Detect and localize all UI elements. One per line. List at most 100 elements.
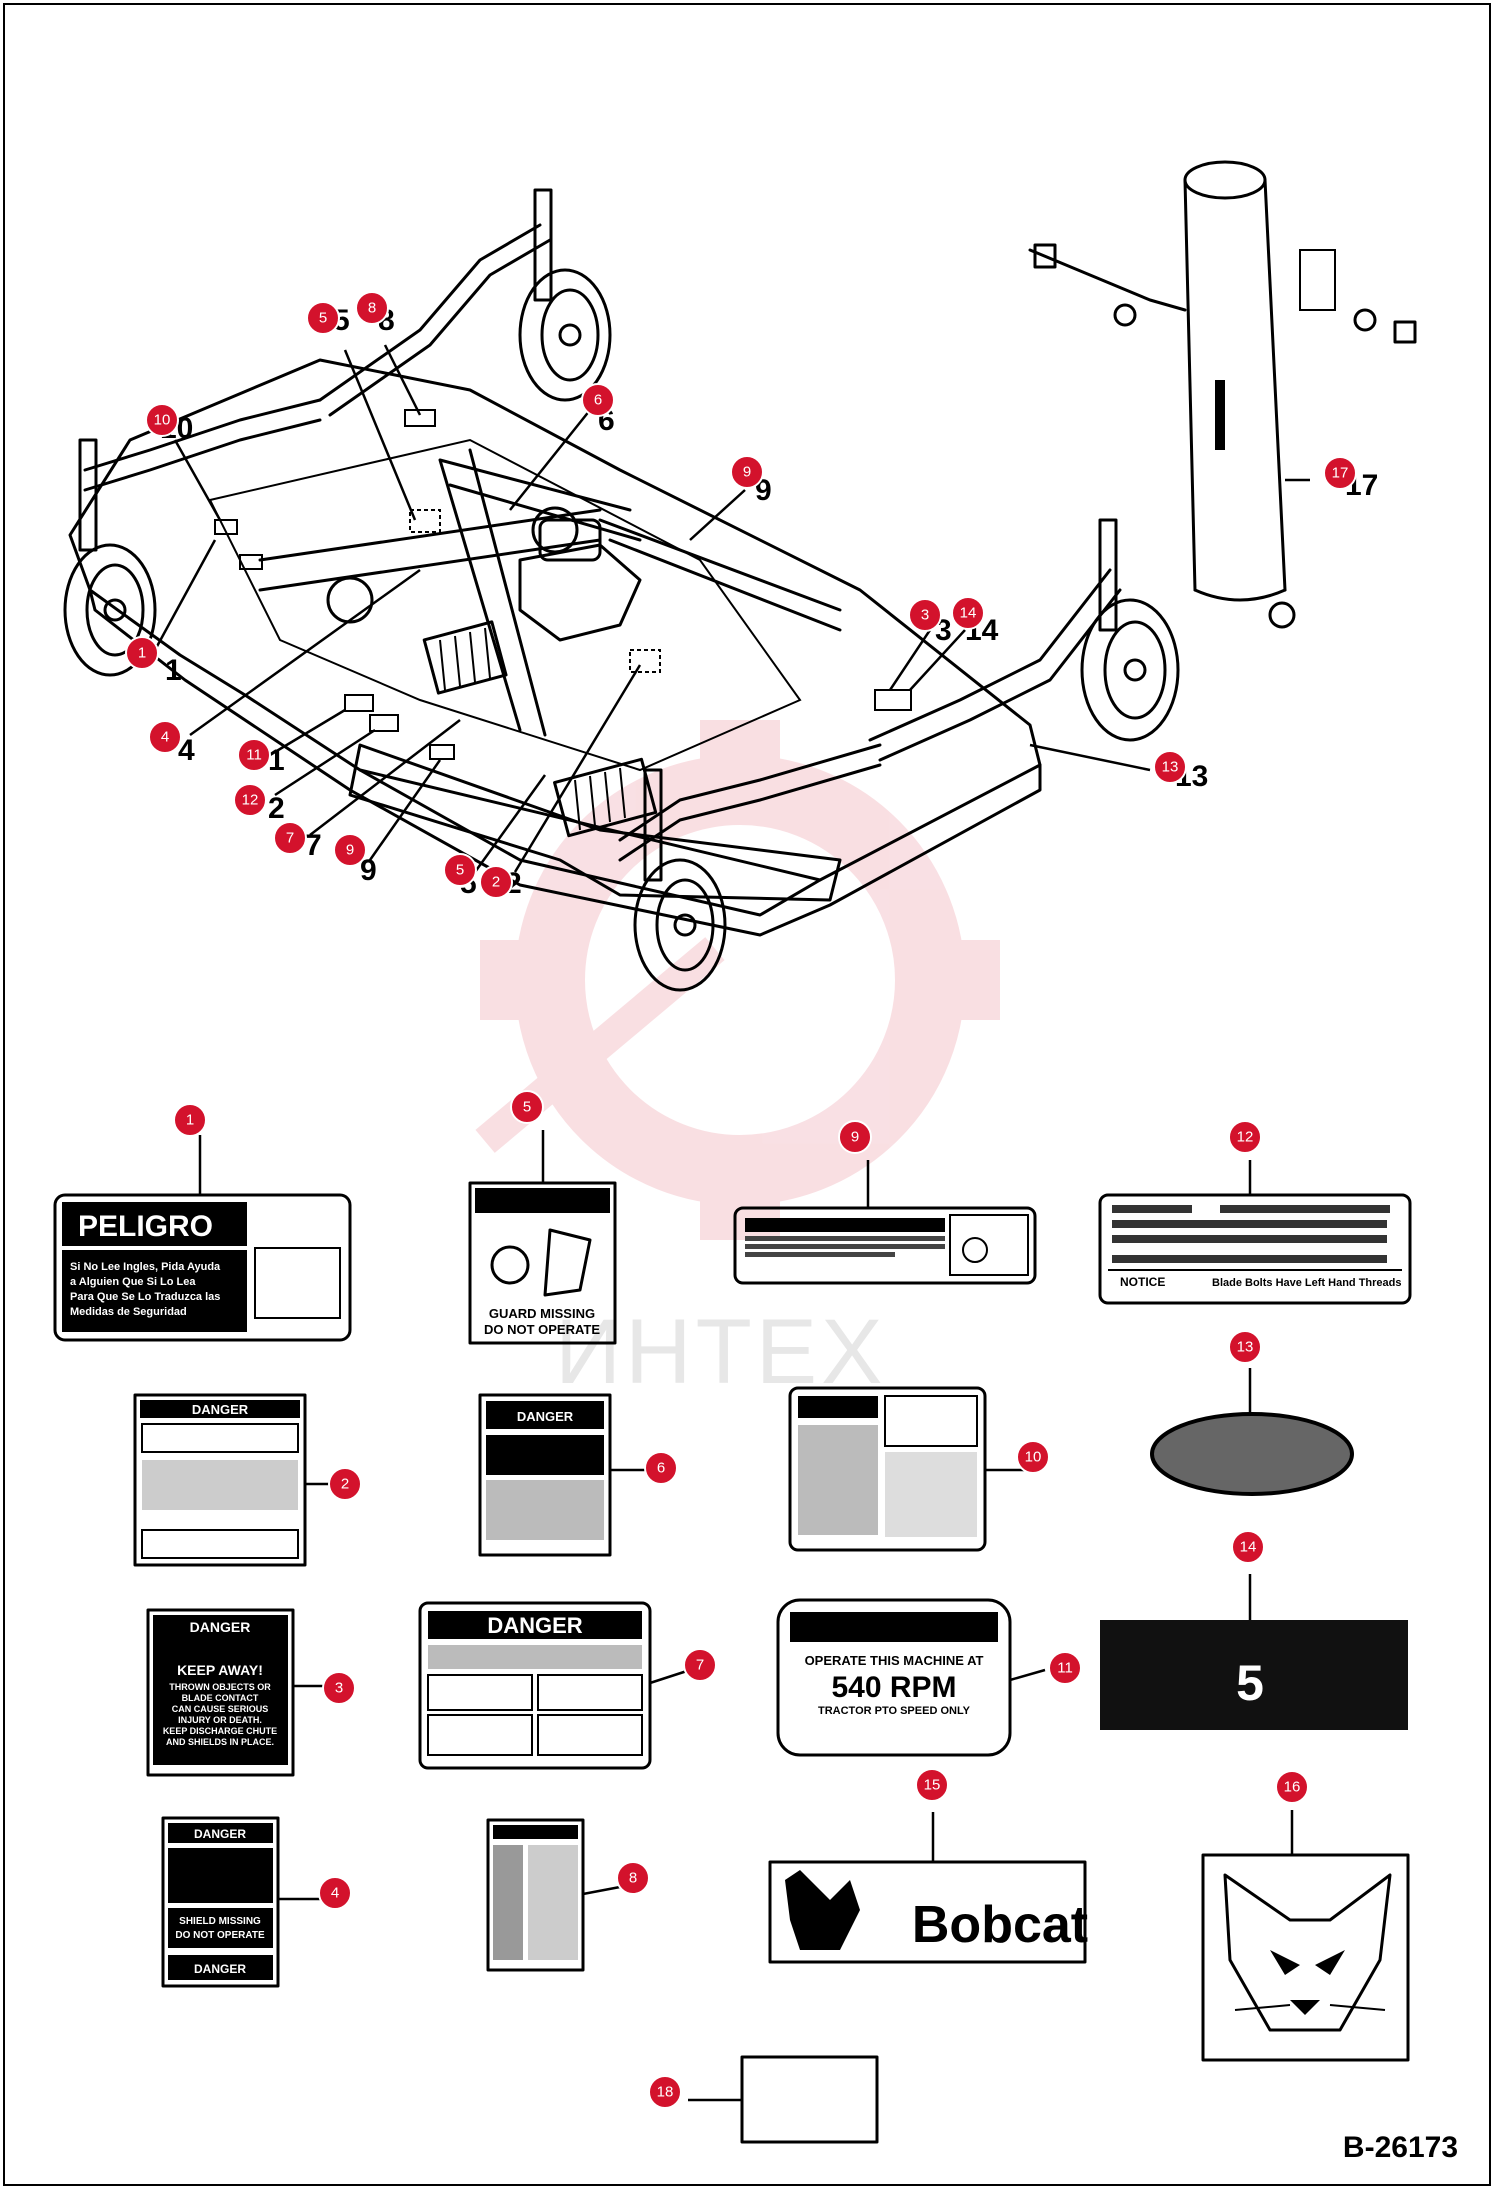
svg-text:4: 4 [331, 1885, 339, 1902]
callout-16: 16 [1275, 1770, 1309, 1804]
svg-text:Si No Lee Ingles, Pida Ayuda: Si No Lee Ingles, Pida Ayuda [70, 1261, 221, 1273]
caster-wheel [63, 543, 157, 677]
svg-text:OPERATE THIS MACHINE AT: OPERATE THIS MACHINE AT [805, 1653, 984, 1668]
svg-text:10: 10 [154, 412, 171, 429]
callout-10: 10 [145, 403, 179, 437]
watermark-text: ИНТЕХ [555, 1301, 887, 1403]
svg-text:KEEP DISCHARGE CHUTE: KEEP DISCHARGE CHUTE [163, 1726, 277, 1736]
decal-shield-missing: DANGER SHIELD MISSING DO NOT OPERATE DAN… [161, 1816, 280, 1988]
callout-11: 11 [237, 738, 271, 772]
svg-text:DANGER: DANGER [487, 1613, 582, 1638]
callout-2: 2 [479, 865, 513, 899]
callout-9: 9 [333, 833, 367, 867]
svg-text:Para Que Se Lo Traduzca las: Para Que Se Lo Traduzca las [70, 1291, 220, 1303]
callout-14: 14 [1231, 1530, 1265, 1564]
svg-text:Medidas de Seguridad: Medidas de Seguridad [70, 1306, 187, 1318]
decal-peligro-title: PELIGRO [78, 1210, 213, 1243]
svg-text:2: 2 [268, 792, 285, 825]
svg-text:5: 5 [456, 862, 464, 879]
callout-7: 7 [683, 1648, 717, 1682]
decal-10 [788, 1386, 987, 1552]
svg-text:2: 2 [341, 1476, 349, 1493]
svg-text:12: 12 [1237, 1129, 1254, 1146]
callout-5: 5 [443, 853, 477, 887]
decal-peligro: PELIGRO Si No Lee Ingles, Pida Ayuda a A… [53, 1193, 352, 1342]
svg-text:a Alguien Que Si Lo Lea: a Alguien Que Si Lo Lea [70, 1276, 196, 1288]
callout-11: 11 [1048, 1651, 1082, 1685]
svg-text:KEEP AWAY!: KEEP AWAY! [177, 1662, 263, 1678]
callout-17: 17 [1323, 456, 1357, 490]
decal-5-year: 5 [1100, 1620, 1408, 1730]
svg-text:540 RPM: 540 RPM [831, 1671, 956, 1704]
svg-text:4: 4 [161, 729, 169, 746]
callout-9: 9 [730, 455, 764, 489]
caster-arm-left [83, 398, 322, 492]
callout-4: 4 [148, 720, 182, 754]
decal-blank [740, 2055, 879, 2144]
svg-text:11: 11 [1057, 1660, 1073, 1677]
svg-text:2: 2 [492, 874, 500, 891]
svg-text:13: 13 [1237, 1339, 1254, 1356]
decal-danger-2: DANGER [133, 1393, 307, 1567]
callout-18: 18 [648, 2075, 682, 2109]
decal-danger-7: DANGER [418, 1601, 652, 1770]
svg-text:THROWN OBJECTS OR: THROWN OBJECTS OR [169, 1682, 271, 1692]
callout-3: 3 [322, 1671, 356, 1705]
svg-text:6: 6 [594, 392, 602, 409]
callout-13: 13 [1153, 750, 1187, 784]
callout-14: 14 [951, 596, 985, 630]
svg-text:AND SHIELDS IN PLACE.: AND SHIELDS IN PLACE. [166, 1737, 274, 1747]
decal-danger-6: DANGER [478, 1393, 612, 1557]
caster-arm-rear [318, 223, 552, 417]
watermark-logo [475, 720, 1000, 1240]
svg-text:9: 9 [851, 1129, 859, 1146]
svg-text:16: 16 [1284, 1779, 1301, 1796]
discharge-chute [348, 743, 842, 902]
svg-text:INJURY OR DEATH.: INJURY OR DEATH. [178, 1715, 262, 1725]
callout-15: 15 [915, 1768, 949, 1802]
svg-text:6: 6 [657, 1460, 665, 1477]
callout-8: 8 [616, 1861, 650, 1895]
svg-text:DANGER: DANGER [194, 1827, 246, 1841]
decal-keep-away: DANGER KEEP AWAY! THROWN OBJECTS OR BLAD… [146, 1608, 295, 1777]
svg-text:NOTICE: NOTICE [1120, 1275, 1165, 1289]
svg-text:14: 14 [1240, 1539, 1257, 1556]
callout-1: 1 [125, 636, 159, 670]
callout-9: 9 [838, 1120, 872, 1154]
bobcat-wordmark: Bobcat [912, 1896, 1088, 1954]
callouts: 1 10 5 8 6 9 3 14 17 13 4 11 12 7 9 5 2 … [125, 291, 1357, 2109]
svg-text:4: 4 [178, 734, 195, 767]
callout-5: 5 [510, 1090, 544, 1124]
svg-text:8: 8 [368, 300, 376, 317]
decal-8 [486, 1818, 585, 1972]
svg-text:5: 5 [1236, 1655, 1264, 1711]
svg-text:GUARD MISSING: GUARD MISSING [489, 1306, 595, 1321]
svg-text:8: 8 [629, 1870, 637, 1887]
hitch-tube-drawing [1028, 160, 1417, 629]
callout-6: 6 [581, 383, 615, 417]
caster-arm-right [868, 568, 1122, 762]
decal-oval [1150, 1412, 1354, 1496]
svg-text:10: 10 [1025, 1449, 1042, 1466]
caster-arm-front [618, 743, 882, 862]
svg-text:1: 1 [186, 1112, 194, 1129]
decal-guard-missing: GUARD MISSING DO NOT OPERATE [468, 1181, 617, 1345]
decal-540-rpm: OPERATE THIS MACHINE AT 540 RPM TRACTOR … [776, 1598, 1012, 1757]
svg-text:DANGER: DANGER [517, 1409, 574, 1424]
svg-text:3: 3 [335, 1680, 343, 1697]
callout-4: 4 [318, 1876, 352, 1910]
svg-text:1: 1 [138, 645, 146, 662]
svg-text:BLADE CONTACT: BLADE CONTACT [182, 1693, 259, 1703]
original-item-numbers: 1 4 5 8 6 10 9 3 14 17 13 1 2 7 9 5 2 [160, 304, 1378, 900]
callout-6: 6 [644, 1451, 678, 1485]
svg-text:CAN CAUSE SERIOUS: CAN CAUSE SERIOUS [172, 1704, 269, 1714]
svg-text:11: 11 [246, 747, 262, 764]
decal-lubricate: NOTICE Blade Bolts Have Left Hand Thread… [1098, 1193, 1412, 1305]
leader-lines [153, 344, 1310, 2102]
svg-text:13: 13 [1162, 759, 1179, 776]
svg-text:3: 3 [921, 607, 929, 624]
svg-text:SHIELD MISSING: SHIELD MISSING [179, 1916, 261, 1927]
decal-bobcat-logo: Bobcat [768, 1860, 1088, 1964]
mower-deck-drawing [63, 188, 1180, 992]
callout-2: 2 [328, 1467, 362, 1501]
